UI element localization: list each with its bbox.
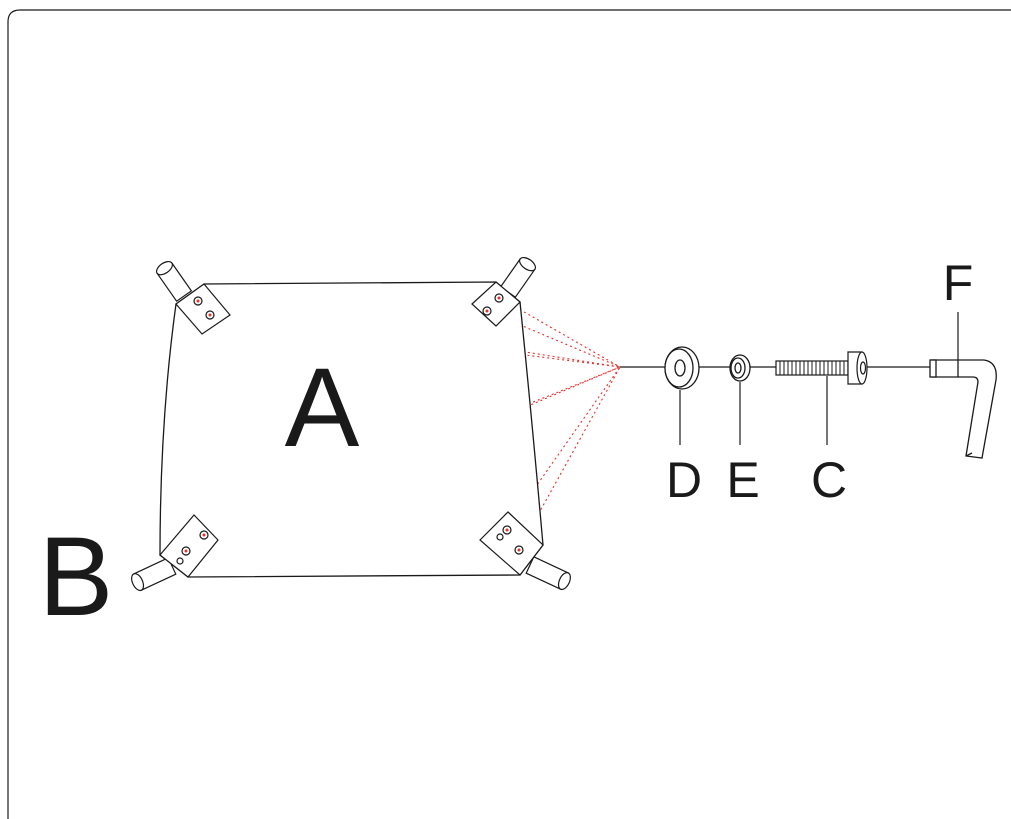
label-seat: A (285, 345, 360, 470)
label-leg: B (39, 514, 114, 639)
label-washer-large: D (666, 452, 702, 508)
washer-large (664, 346, 700, 445)
label-allen-key: F (943, 255, 974, 311)
allen-key (929, 312, 997, 459)
leg-bottom-right (479, 511, 571, 591)
label-bolt: C (811, 452, 847, 508)
label-washer-small: E (726, 452, 759, 508)
frame-border (7, 9, 1011, 819)
bolt (775, 351, 868, 445)
leg-bottom-left (131, 514, 219, 592)
leg-top-left (155, 260, 231, 335)
washer-small (729, 354, 751, 445)
leg-top-right (471, 256, 537, 327)
